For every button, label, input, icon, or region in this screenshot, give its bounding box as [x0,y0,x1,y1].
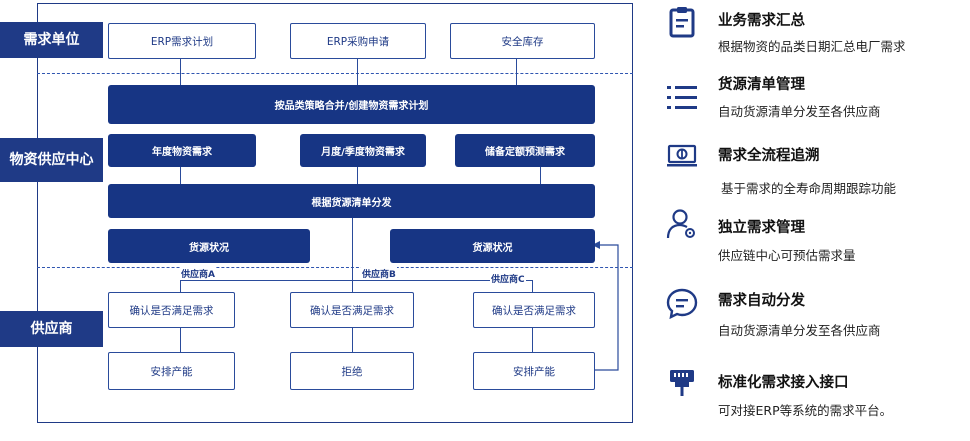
monitor-icon [667,144,697,167]
connector [180,328,181,352]
supply-status-box: 货源状况 [390,229,595,263]
arrange-capacity-box-c: 安排产能 [473,352,595,390]
confirm-box-c: 确认是否满足需求 [473,292,595,328]
feature-title: 独立需求管理 [718,220,805,236]
safety-stock-box: 安全库存 [450,23,595,59]
lane-divider [37,267,633,268]
feature-title: 需求自动分发 [718,293,805,309]
lane-label-supply-center: 物资供应中心 [0,138,103,182]
supplier-a-label: 供应商A [180,267,216,280]
lane-label-demand-unit: 需求单位 [0,22,103,58]
connector [180,280,181,292]
supply-status-box: 货源状况 [108,229,310,263]
feature-desc: 供应链中心可预估需求量 [718,248,856,263]
feature-desc: 可对接ERP等系统的需求平台。 [718,403,893,418]
reserve-forecast-demand-box: 储备定额预测需求 [455,134,595,167]
connector [357,59,358,85]
plug-icon [670,370,694,396]
connector [352,218,353,292]
erp-demand-plan-box: ERP需求计划 [108,23,256,59]
feedback-arrow [592,241,619,371]
connector [180,59,181,85]
confirm-box-a: 确认是否满足需求 [108,292,235,328]
lane-label-supplier: 供应商 [0,311,103,347]
annual-demand-box: 年度物资需求 [108,134,256,167]
connector [532,280,533,292]
feature-desc: 自动货源清单分发至各供应商 [718,323,881,338]
feature-desc: 自动货源清单分发至各供应商 [718,104,881,119]
supplier-c-label: 供应商C [490,272,526,285]
list-icon [667,86,697,109]
connector [357,167,358,184]
confirm-box-b: 确认是否满足需求 [290,292,414,328]
diagram-frame [37,3,633,423]
connector [540,167,541,184]
arrange-capacity-box-a: 安排产能 [108,352,235,390]
erp-purchase-request-box: ERP采购申请 [290,23,426,59]
feature-title: 标准化需求接入接口 [718,375,849,391]
connector [532,328,533,352]
connector [352,328,353,352]
connector [180,167,181,184]
feature-desc: 根据物资的品类日期汇总电厂需求 [718,39,906,54]
clipboard-icon [669,7,695,38]
feature-title: 需求全流程追溯 [718,148,820,164]
merge-plan-step: 按品类策略合并/创建物资需求计划 [108,85,595,124]
monthly-quarterly-demand-box: 月度/季度物资需求 [300,134,426,167]
feature-title: 业务需求汇总 [718,13,805,29]
distribute-step: 根据货源清单分发 [108,184,595,218]
feature-desc: 基于需求的全寿命周期跟踪功能 [721,181,897,196]
user-gear-icon [666,209,695,239]
supplier-b-label: 供应商B [361,267,397,280]
lane-divider [37,73,633,74]
lane-label-text: 物资供应中心 [9,152,94,168]
connector [516,59,517,85]
chat-bubble-icon [666,288,698,320]
reject-box-b: 拒绝 [290,352,414,390]
feature-title: 货源清单管理 [718,77,805,93]
connector [180,280,532,281]
